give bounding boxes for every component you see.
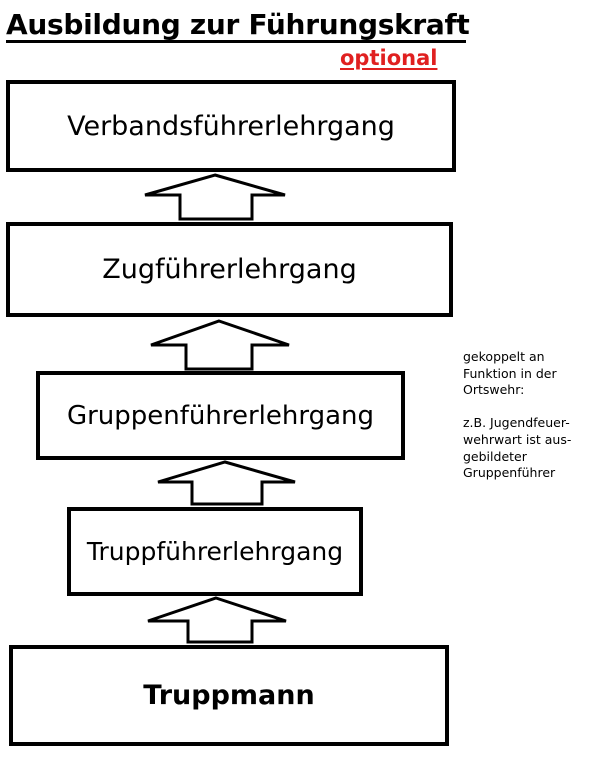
- step-gruppenfuehrerlehrgang: Gruppenführerlehrgang: [36, 371, 405, 460]
- note-line: Ortswehr:: [463, 382, 525, 398]
- up-arrow-icon: [157, 460, 296, 506]
- optional-label: optional: [340, 46, 438, 70]
- note-line: z.B. Jugendfeuer-: [463, 415, 570, 431]
- step-verbandsfuehrerlehrgang: Verbandsführerlehrgang: [6, 80, 456, 172]
- step-truppfuehrerlehrgang: Truppführerlehrgang: [67, 507, 363, 596]
- up-arrow-icon: [147, 596, 287, 644]
- note-line: Gruppenführer: [463, 465, 556, 481]
- step-label: Gruppenführerlehrgang: [66, 400, 375, 431]
- step-zugfuehrerlehrgang: Zugführerlehrgang: [6, 222, 453, 317]
- note-line: gekoppelt an: [463, 349, 545, 364]
- step-label: Truppmann: [143, 680, 315, 711]
- step-truppmann: Truppmann: [9, 645, 449, 746]
- note-line: wehrwart ist aus-: [463, 431, 572, 447]
- title-underline: [6, 40, 466, 43]
- up-arrow-icon: [150, 319, 290, 371]
- note-line: gebildeter: [463, 448, 527, 464]
- note-spacer: [463, 399, 593, 416]
- step-label: Verbandsführerlehrgang: [67, 110, 395, 142]
- page-title: Ausbildung zur Führungskraft: [6, 8, 470, 41]
- side-note: gekoppelt an Funktion in der Ortswehr: z…: [463, 349, 593, 482]
- note-line: Funktion in der: [463, 365, 557, 381]
- up-arrow-icon: [144, 173, 286, 221]
- step-label: Truppführerlehrgang: [86, 537, 344, 566]
- step-label: Zugführerlehrgang: [102, 254, 357, 285]
